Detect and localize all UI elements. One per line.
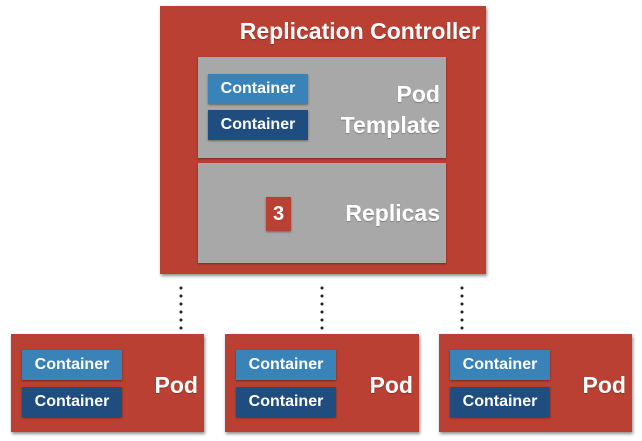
pod-3: Container Container Pod bbox=[439, 334, 632, 432]
replication-controller-title: Replication Controller bbox=[239, 18, 480, 44]
replicas-panel: 3 Replicas bbox=[198, 163, 446, 263]
pod-3-container-1: Container bbox=[450, 350, 550, 380]
pod-template: Container Container Pod Template bbox=[198, 57, 446, 158]
connector-dots-middle bbox=[320, 284, 324, 332]
template-container-1: Container bbox=[208, 74, 308, 104]
pod-template-label: Pod Template bbox=[341, 79, 440, 141]
connector-dots-left bbox=[179, 284, 183, 332]
pod-3-label: Pod bbox=[582, 372, 626, 398]
pod-1-container-1: Container bbox=[22, 350, 122, 380]
pod-1-container-2: Container bbox=[22, 387, 122, 417]
replica-count-badge: 3 bbox=[266, 197, 291, 231]
connector-dots-right bbox=[460, 284, 464, 332]
pod-template-label-line1: Pod bbox=[396, 81, 440, 107]
pod-1-label: Pod bbox=[154, 372, 198, 398]
template-container-2: Container bbox=[208, 110, 308, 140]
pod-2-label: Pod bbox=[369, 372, 413, 398]
pod-template-label-line2: Template bbox=[340, 112, 440, 138]
pod-2: Container Container Pod bbox=[225, 334, 419, 432]
pod-1: Container Container Pod bbox=[11, 334, 204, 432]
replication-controller: Replication Controller Container Contain… bbox=[160, 6, 486, 274]
pod-2-container-2: Container bbox=[236, 387, 336, 417]
pod-2-container-1: Container bbox=[236, 350, 336, 380]
replicas-label: Replicas bbox=[345, 200, 440, 226]
pod-3-container-2: Container bbox=[450, 387, 550, 417]
